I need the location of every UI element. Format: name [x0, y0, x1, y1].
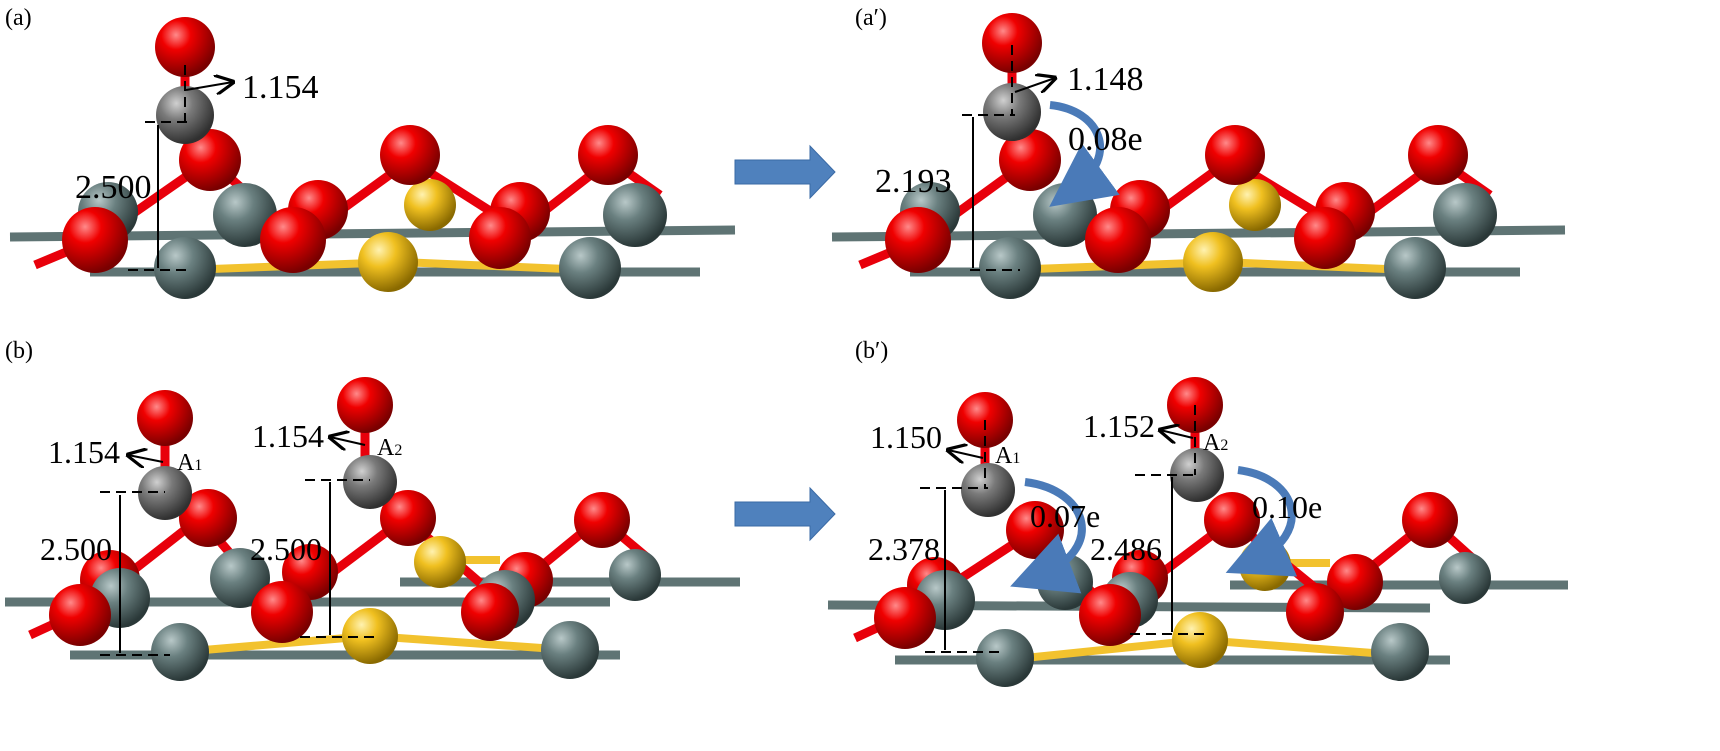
adsorption-height-b-a1: 2.500 [40, 531, 112, 567]
adsorption-height-b-prime-a2: 2.486 [1090, 531, 1162, 567]
measure-b: 1.154 A1 2.500 1.154 A2 2.500 [40, 418, 402, 656]
site-label-b-prime-a1: A1 [995, 443, 1020, 469]
adsorption-height-b-a2: 2.500 [250, 531, 322, 567]
panel-b-prime: (b′) [827, 338, 1568, 687]
panel-a-prime: (a′) [831, 5, 1566, 299]
co-bond-length-a-prime: 1.148 [1067, 61, 1144, 98]
site-label-b-a2: A2 [377, 435, 402, 461]
co-bond-length-b-prime-a2: 1.152 [1083, 408, 1155, 444]
co-molecule-a [155, 17, 215, 144]
surface-slab-b [5, 489, 740, 681]
measure-a: 1.154 2.500 [75, 65, 319, 271]
panel-b-label: (b) [5, 338, 33, 364]
site-label-b-prime-a2: A2 [1203, 430, 1228, 456]
transition-arrow-bottom [734, 486, 836, 542]
measure-a-prime: 1.148 2.193 0.08e [875, 45, 1144, 271]
co-molecule-b-a2 [337, 377, 397, 509]
panel-a: (a) [5, 5, 736, 299]
transition-arrow-top [734, 144, 836, 200]
adsorption-height-a-prime: 2.193 [875, 163, 952, 200]
charge-transfer-b-prime-a1: 0.07e [1030, 498, 1100, 534]
surface-slab-b-prime [827, 492, 1568, 687]
panel-b-prime-label: (b′) [855, 338, 888, 364]
measure-b-prime: 1.150 A1 2.378 0.07e 1.152 A2 2.486 0.10… [868, 405, 1322, 653]
co-bond-length-b-a2: 1.154 [252, 418, 324, 454]
co-bond-length-b-a1: 1.154 [48, 434, 120, 470]
panel-a-prime-label: (a′) [855, 5, 887, 31]
charge-transfer-b-prime-a2: 0.10e [1252, 489, 1322, 525]
co-bond-length-a: 1.154 [242, 69, 319, 106]
panel-b: (b) [5, 338, 740, 681]
adsorption-height-a: 2.500 [75, 169, 152, 206]
adsorption-height-b-prime-a1: 2.378 [868, 531, 940, 567]
panel-a-label: (a) [5, 5, 32, 31]
site-label-b-a1: A1 [177, 450, 202, 476]
co-bond-length-b-prime-a1: 1.150 [870, 419, 942, 455]
surface-slab-a [9, 125, 736, 299]
charge-transfer-a-prime: 0.08e [1068, 121, 1143, 158]
surface-slab-a-prime [831, 125, 1566, 299]
